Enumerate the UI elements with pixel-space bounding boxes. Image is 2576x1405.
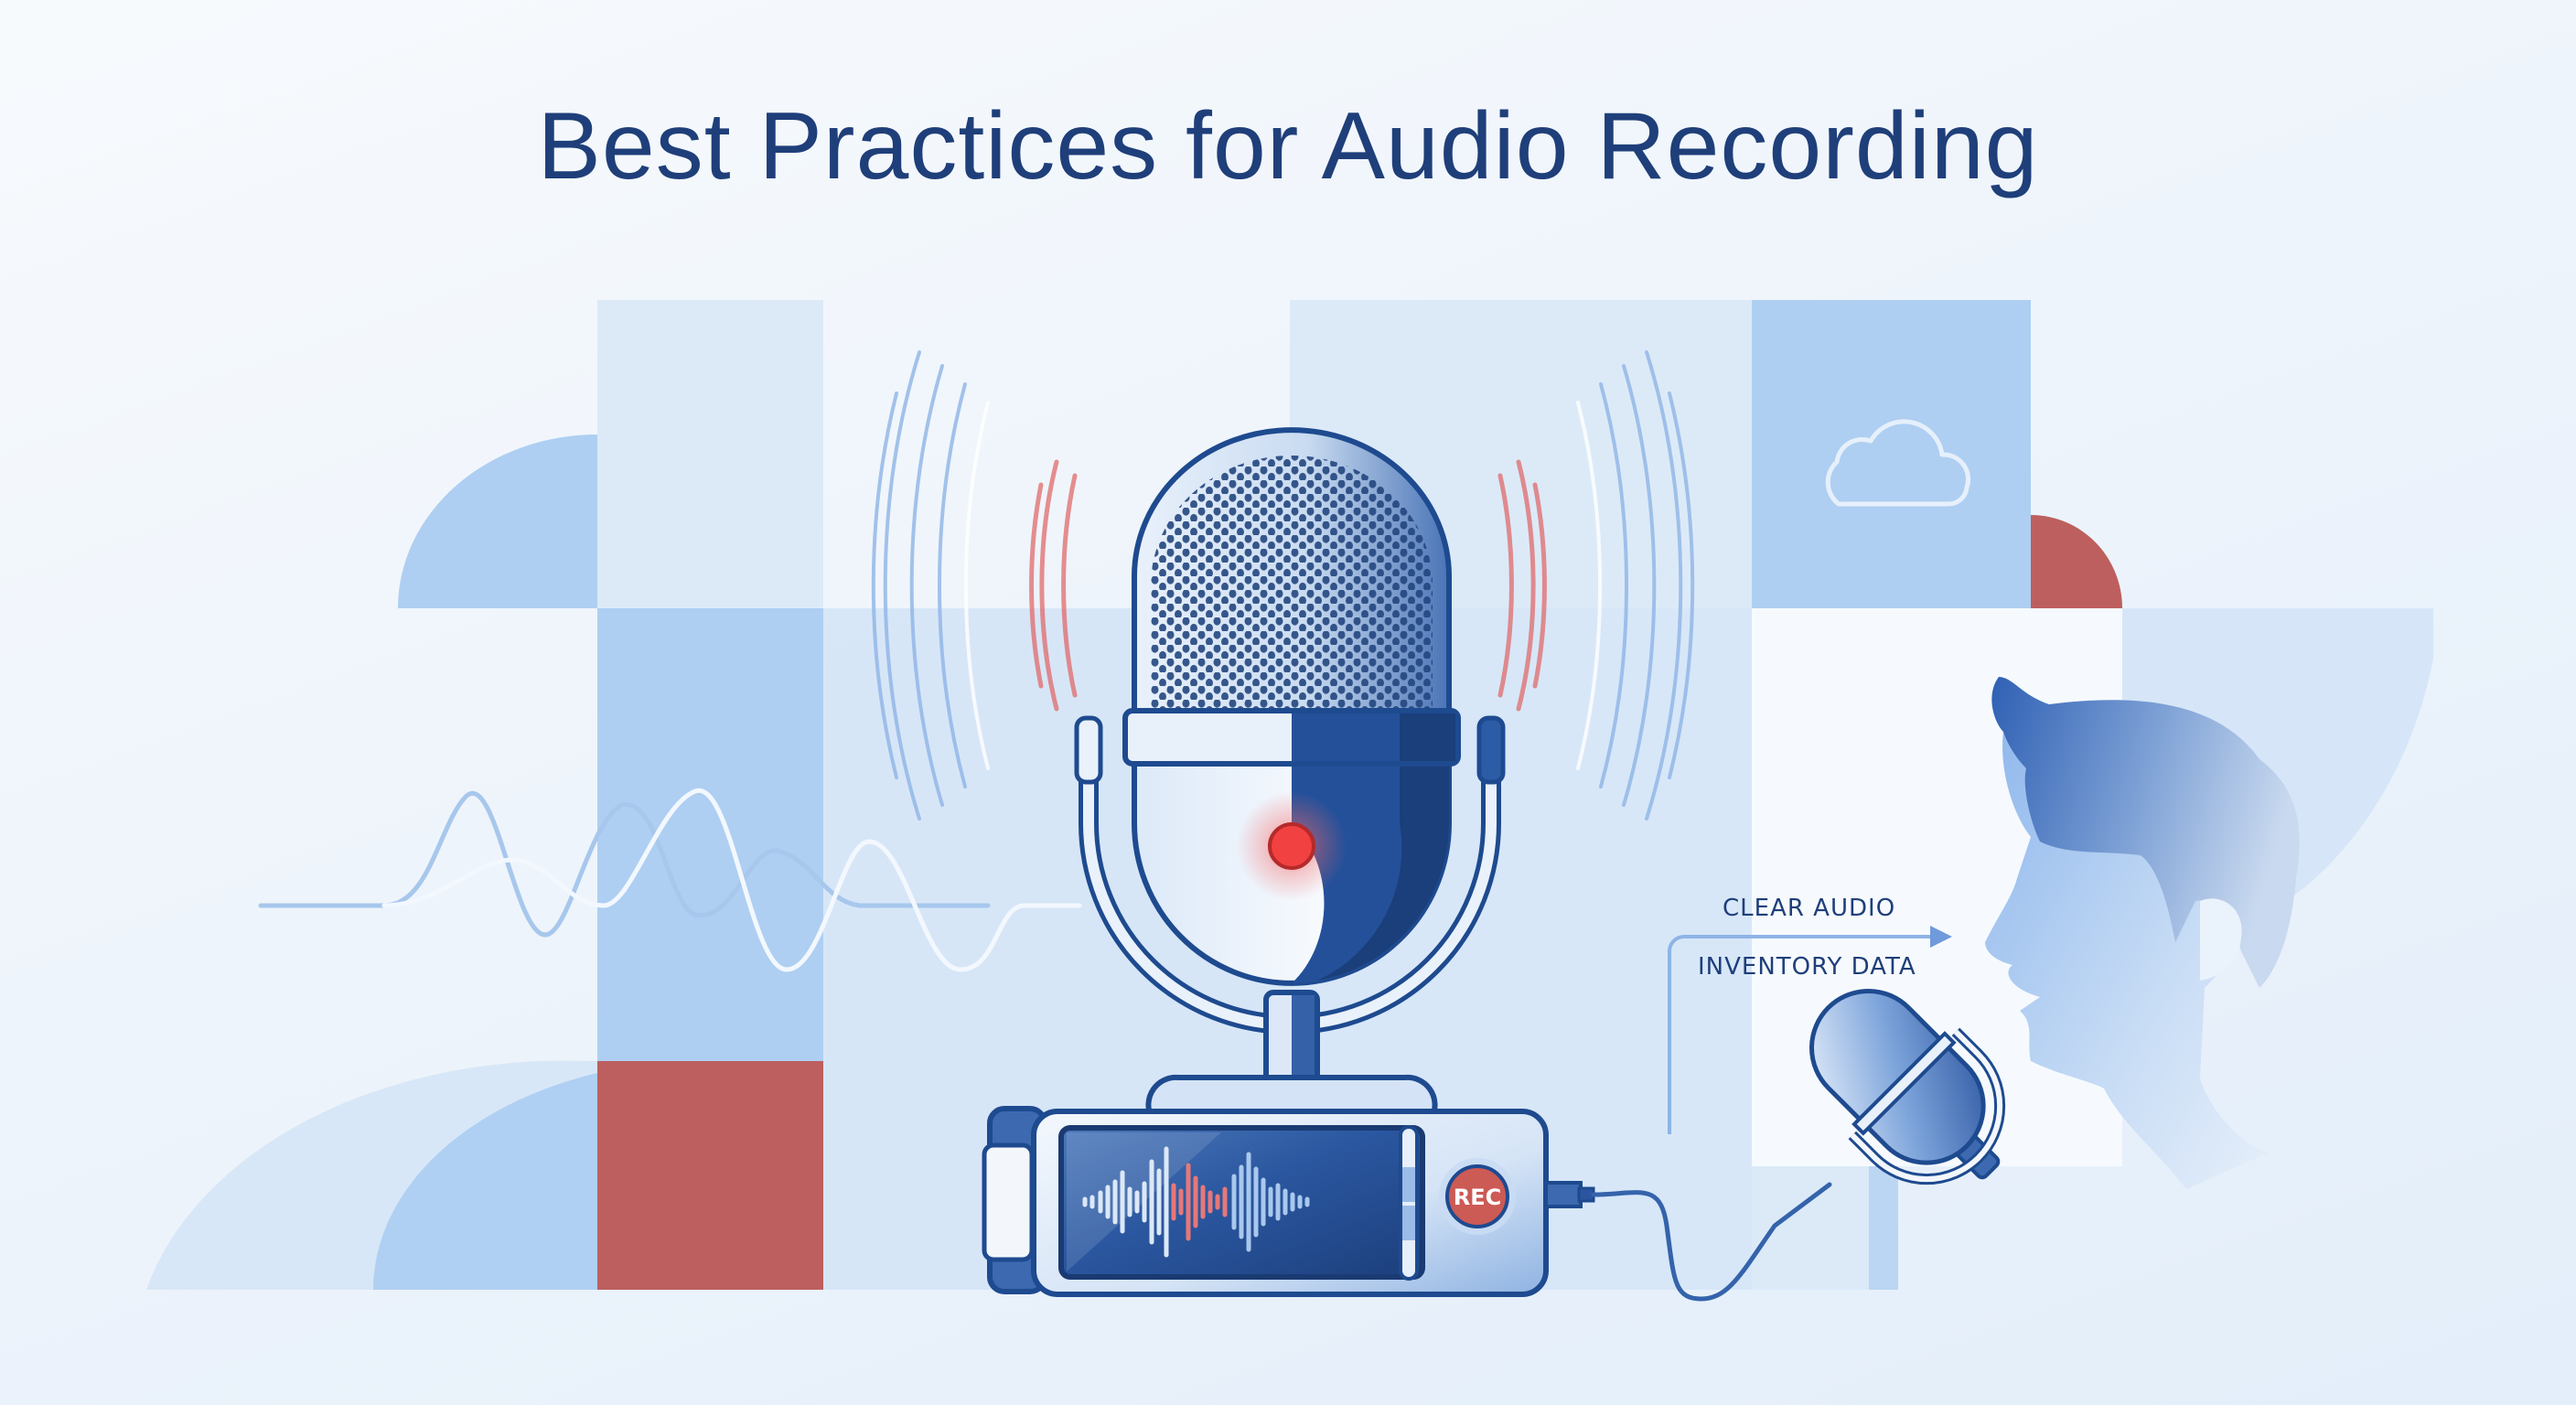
bg-panel-left-top: [597, 300, 823, 608]
sound-arcs: [871, 350, 1695, 820]
bg-panel-left-mid: [597, 608, 823, 1061]
bg-panel-cloud: [1752, 300, 2031, 608]
arrow-right-icon: [1668, 926, 1952, 1134]
clear-audio-label: CLEAR AUDIO: [1723, 895, 1896, 922]
microphone-cable: [1544, 1181, 1832, 1302]
handheld-microphone-icon: [1809, 989, 2006, 1185]
rec-button-label: REC: [1454, 1185, 1502, 1210]
inventory-data-label: INVENTORY DATA: [1698, 953, 1916, 981]
studio-microphone-icon: [1074, 427, 1506, 1119]
bg-quarter-circle-left: [398, 434, 597, 608]
rec-button[interactable]: REC: [1439, 1158, 1516, 1235]
page-title: Best Practices for Audio Recording: [0, 99, 2576, 194]
page-title-text: Best Practices for Audio Recording: [537, 93, 2039, 199]
cloud-icon: [1825, 419, 1971, 507]
bg-stripe-bottom: [1869, 1166, 1898, 1290]
bg-red-quarter-right: [2031, 515, 2122, 608]
speaking-person-icon: [1985, 677, 2300, 1189]
level-slider[interactable]: [1399, 1125, 1419, 1281]
recording-indicator-icon: [1268, 822, 1315, 870]
recorder-waveform: [1082, 1146, 1310, 1258]
sound-wave-icon: [258, 788, 1082, 972]
bg-red-block-left: [597, 1061, 823, 1290]
